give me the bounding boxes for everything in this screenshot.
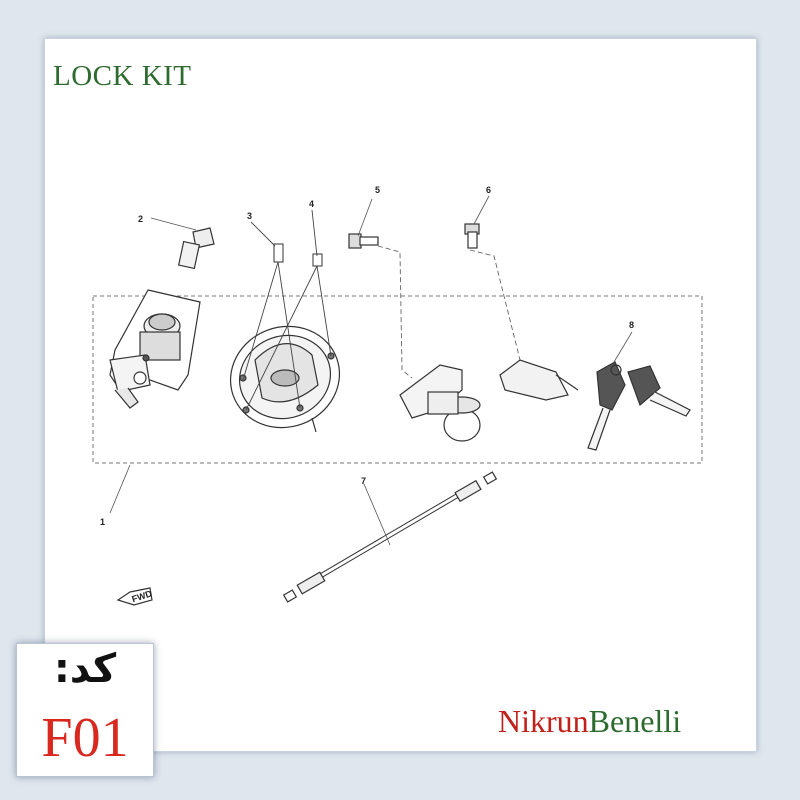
keys-part: [587, 361, 691, 451]
ignition-switch-part: [109, 289, 201, 409]
callout-6: 6: [486, 185, 491, 195]
screws-part-3-4: [273, 243, 323, 267]
callout-5: 5: [375, 185, 380, 195]
part-code-label: کد:: [53, 646, 117, 692]
brand-name-part-1: Nikrun: [498, 703, 589, 739]
assembly-group-box: [92, 295, 703, 464]
fuel-cap-part: [229, 325, 341, 433]
brand-name-part-2: Benelli: [588, 703, 682, 739]
bolt-part-6: [464, 223, 480, 249]
bolt-part-5: [348, 233, 379, 249]
callout-7: 7: [361, 476, 366, 486]
part-code-value: F01: [41, 707, 129, 769]
release-cable-part: [282, 471, 498, 603]
bracket-part: [399, 364, 481, 442]
callout-8: 8: [629, 320, 634, 330]
page-title: LOCK KIT: [53, 60, 192, 92]
brand-watermark: NikrunBenelli: [498, 703, 681, 740]
bolt-part-2: [177, 227, 215, 270]
latch-part: [499, 359, 579, 401]
forward-arrow-icon: FWD: [116, 587, 154, 606]
part-code-box: کد: F01: [16, 643, 154, 777]
callout-2: 2: [138, 214, 143, 224]
callout-3: 3: [247, 211, 252, 221]
leader-lines-3-4: [242, 209, 332, 411]
callout-4: 4: [309, 199, 314, 209]
callout-1: 1: [100, 517, 105, 527]
